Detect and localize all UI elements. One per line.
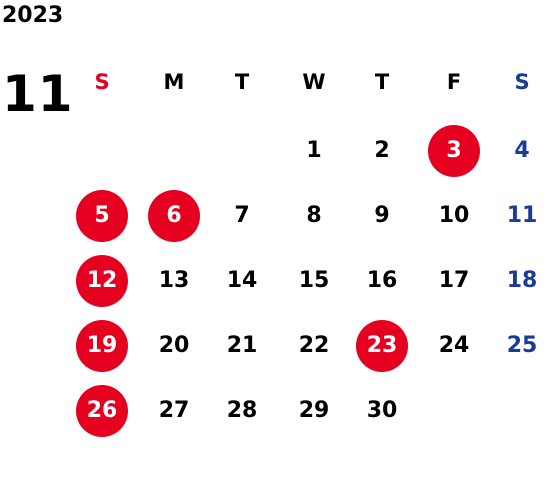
- weekday-header: M: [163, 69, 185, 94]
- day-cell[interactable]: 6: [148, 190, 200, 242]
- day-cell[interactable]: 14: [226, 268, 258, 293]
- day-cell[interactable]: 19: [76, 320, 128, 372]
- day-cell[interactable]: 27: [158, 398, 190, 423]
- day-cell[interactable]: 13: [158, 268, 190, 293]
- day-cell[interactable]: 11: [506, 203, 538, 228]
- day-cell[interactable]: 8: [306, 203, 322, 228]
- day-cell[interactable]: 16: [366, 268, 398, 293]
- day-cell[interactable]: 17: [438, 268, 470, 293]
- day-cell[interactable]: 18: [506, 268, 538, 293]
- month-number: 11: [2, 65, 74, 123]
- day-cell[interactable]: 30: [366, 398, 398, 423]
- year-label: 2023: [2, 3, 64, 28]
- weekday-header: S: [514, 69, 530, 94]
- day-cell[interactable]: 22: [298, 333, 330, 358]
- weekday-header: S: [94, 69, 110, 94]
- day-cell[interactable]: 21: [226, 333, 258, 358]
- day-cell[interactable]: 29: [298, 398, 330, 423]
- day-cell[interactable]: 1: [306, 138, 322, 163]
- day-cell[interactable]: 9: [374, 203, 390, 228]
- day-cell[interactable]: 25: [506, 333, 538, 358]
- weekday-header: W: [302, 69, 326, 94]
- day-cell[interactable]: 4: [514, 138, 530, 163]
- day-cell[interactable]: 3: [428, 125, 480, 177]
- day-cell[interactable]: 28: [226, 398, 258, 423]
- day-cell[interactable]: 10: [438, 203, 470, 228]
- weekday-header: F: [446, 69, 462, 94]
- weekday-header: T: [374, 69, 390, 94]
- day-cell[interactable]: 7: [234, 203, 250, 228]
- day-cell[interactable]: 12: [76, 255, 128, 307]
- day-cell[interactable]: 24: [438, 333, 470, 358]
- day-cell[interactable]: 2: [374, 138, 390, 163]
- day-cell[interactable]: 5: [76, 190, 128, 242]
- day-cell[interactable]: 15: [298, 268, 330, 293]
- day-cell[interactable]: 23: [356, 320, 408, 372]
- day-cell[interactable]: 20: [158, 333, 190, 358]
- day-cell[interactable]: 26: [76, 385, 128, 437]
- weekday-header: T: [234, 69, 250, 94]
